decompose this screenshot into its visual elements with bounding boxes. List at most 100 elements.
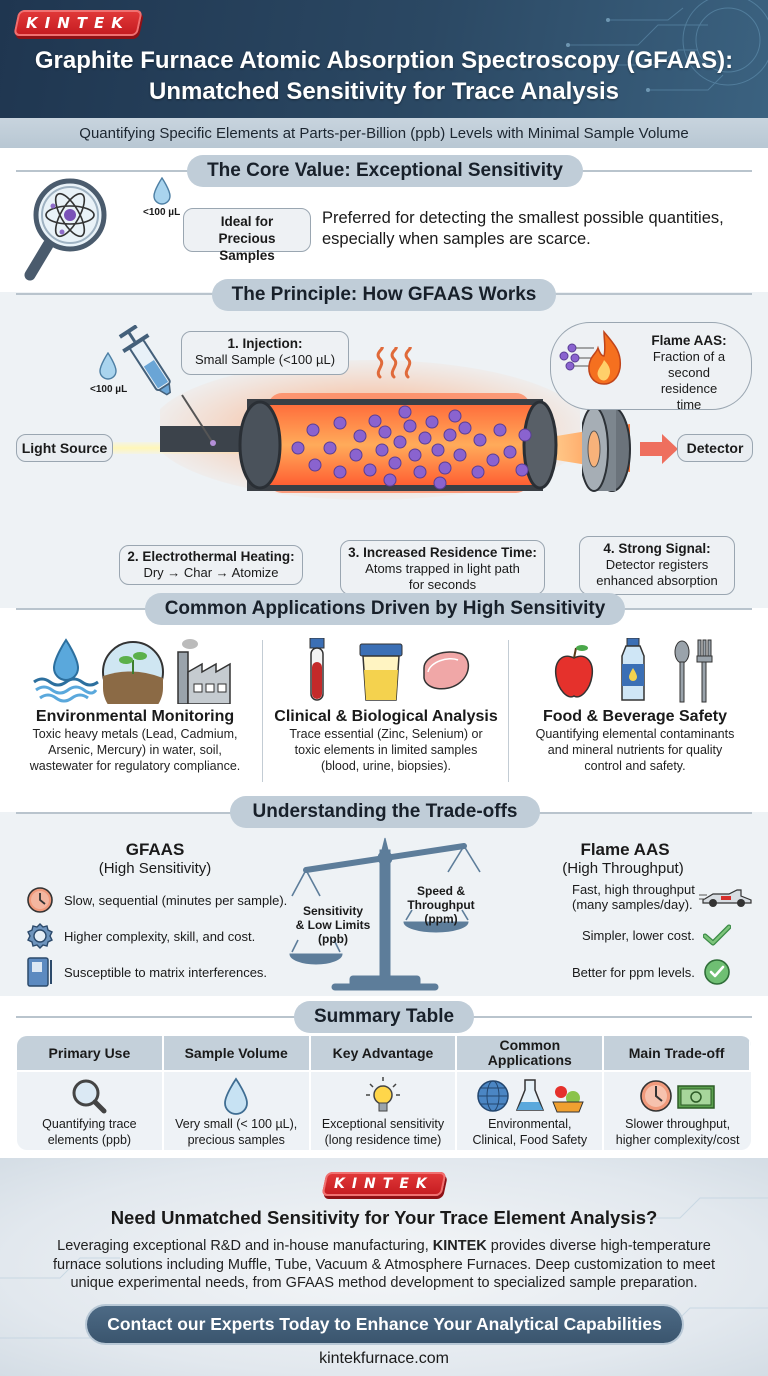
- clinical-icons: [309, 638, 470, 701]
- application-text: (blood, urine, biopsies).: [321, 759, 451, 773]
- bubble-line: Ideal for: [220, 214, 274, 229]
- clock-icon: [639, 1080, 672, 1112]
- scale-right-label: Speed & Throughput (ppm): [400, 884, 482, 926]
- subtitle: Quantifying Specific Elements at Parts-p…: [79, 124, 689, 142]
- gear-icon: [27, 923, 53, 949]
- graphite-furnace-tube: [160, 360, 580, 500]
- cell-text: Quantifying trace: [42, 1117, 137, 1131]
- race-car-icon: [698, 889, 752, 907]
- website-link[interactable]: kintekfurnace.com: [319, 1350, 449, 1367]
- gfaas-con-text: Higher complexity, skill, and cost.: [64, 928, 256, 944]
- environmental-icons: [33, 638, 231, 704]
- contact-experts-button[interactable]: Contact our Experts Today to Enhance You…: [87, 1306, 682, 1343]
- apple-icon: [554, 645, 594, 698]
- flame-pro-throughput: Fast, high throughput (many samples/day)…: [572, 882, 753, 912]
- flame-text-line: Fraction of a: [652, 349, 726, 364]
- table-cell-sample-volume: Very small (< 100 µL), precious samples: [163, 1070, 311, 1150]
- flame-subtitle: (High Throughput): [562, 860, 684, 877]
- flame-pro-ppm: Better for ppm levels.: [572, 958, 731, 986]
- droplet-volume-label: <100 µL: [90, 384, 128, 395]
- droplet-icon: [224, 1077, 249, 1115]
- cell-text: precious samples: [187, 1133, 285, 1147]
- cell-text: (long residence time): [324, 1133, 442, 1147]
- step4-signal-bubble: 4. Strong Signal: Detector registers enh…: [579, 536, 735, 595]
- scale-label-line: Speed &: [416, 884, 465, 898]
- body-text: Leveraging exceptional R&D and in-house …: [57, 1238, 433, 1254]
- flame-pro-text: Simpler, lower cost.: [582, 927, 695, 943]
- table-header-common-applications: Common Applications: [457, 1036, 605, 1070]
- magnifier-icon: [72, 1079, 107, 1114]
- application-text: Quantifying elemental contaminants: [535, 727, 735, 741]
- application-text: Trace essential (Zinc, Selenium) or: [289, 727, 483, 741]
- magnifier-atom-icon: [24, 178, 107, 281]
- cta-label: Contact our Experts Today to Enhance You…: [107, 1314, 662, 1334]
- gfaas-con-interferences: Susceptible to matrix interferences.: [26, 956, 267, 988]
- precious-samples-bubble: Ideal for Precious Samples: [183, 208, 311, 263]
- step-text: Detector registers: [605, 557, 709, 572]
- step-title: 1. Injection:: [227, 336, 303, 351]
- globe-icon: [477, 1080, 509, 1112]
- cell-text: Very small (< 100 µL),: [175, 1117, 298, 1131]
- cell-text: higher complexity/cost: [615, 1133, 740, 1147]
- scale-label-line: (ppb): [318, 932, 348, 946]
- column-divider: [508, 640, 509, 782]
- flame-icon: [559, 329, 622, 385]
- tissue-sample-icon: [423, 651, 470, 690]
- clock-icon: [27, 887, 53, 913]
- application-title: Clinical & Biological Analysis: [274, 708, 498, 725]
- water-drop-icon: [33, 638, 99, 703]
- description-line: especially when samples are scarce.: [322, 230, 591, 248]
- flame-pro-text: Fast, high throughput (many samples/day)…: [572, 882, 695, 912]
- droplet-volume-label: <100 µL: [143, 207, 181, 218]
- gfaas-con-complexity: Higher complexity, skill, and cost.: [26, 922, 255, 950]
- gfaas-con-text: Susceptible to matrix interferences.: [64, 964, 268, 980]
- logo-text: KINTEK: [26, 14, 130, 32]
- food-icons: [554, 638, 713, 703]
- step-text: Small Sample (<100 µL): [194, 352, 336, 367]
- clock-money-icons: [639, 1080, 715, 1112]
- section-heading-tradeoffs: Understanding the Trade-offs: [230, 796, 540, 828]
- header-banner: KINTEK Graphite Furnace Atomic Absorptio…: [0, 0, 768, 118]
- footer-body-line3: unique experimental needs, from GFAAS me…: [70, 1275, 698, 1291]
- table-cell-primary-use: Quantifying trace elements (ppb): [17, 1070, 164, 1150]
- application-food: Food & Beverage Safety Quantifying eleme…: [510, 708, 760, 774]
- spoon-fork-icon: [674, 639, 713, 703]
- syringe-icon: [118, 325, 216, 446]
- footer-headline: Need Unmatched Sensitivity for Your Trac…: [110, 1207, 658, 1228]
- scale-label-line: (ppm): [424, 912, 458, 926]
- balance-scale-icon: [289, 837, 481, 991]
- application-text: control and safety.: [584, 759, 686, 773]
- table-header-main-tradeoff: Main Trade-off: [604, 1036, 751, 1070]
- kintek-logo[interactable]: KINTEK: [13, 10, 143, 36]
- flame-title: Flame AAS: [580, 840, 670, 859]
- page-title-line2: Unmatched Sensitivity for Trace Analysis: [149, 78, 619, 105]
- cell-text: elements (ppb): [47, 1133, 132, 1147]
- circuit-decoration-icon: [566, 0, 768, 92]
- footer-body: Leveraging exceptional R&D and in-house …: [20, 1237, 748, 1293]
- application-text: Toxic heavy metals (Lead, Cadmium,: [32, 727, 238, 741]
- application-title: Environmental Monitoring: [35, 708, 235, 725]
- heat-waves-icon: [376, 347, 412, 379]
- table-header-sample-volume: Sample Volume: [163, 1036, 311, 1070]
- gfaas-column-heading: GFAAS (High Sensitivity): [70, 840, 240, 877]
- footer-body-line2: furnace solutions including Muffle, Tube…: [53, 1256, 715, 1273]
- flame-pro-line: Fast, high throughput: [572, 882, 695, 897]
- flame-text-line: time: [676, 397, 702, 412]
- droplet-icon: [153, 177, 171, 205]
- application-text: and mineral nutrients for quality: [547, 743, 723, 757]
- urine-cup-icon: [359, 643, 403, 701]
- step-text: Atoms trapped in light path: [365, 561, 520, 576]
- detector-icon: [582, 406, 678, 492]
- flame-text: Fraction of a second residence time: [551, 349, 737, 413]
- application-text: toxic elements in limited samples: [294, 743, 478, 757]
- step1-injection-bubble: 1. Injection: Small Sample (<100 µL): [181, 331, 349, 375]
- table-cell-common-applications: Environmental, Clinical, Food Safety: [457, 1070, 605, 1150]
- step3-residence-bubble: 3. Increased Residence Time: Atoms trapp…: [340, 540, 545, 595]
- logo-text: KINTEK: [334, 1176, 434, 1192]
- footer-kintek-logo[interactable]: KINTEK: [321, 1172, 447, 1196]
- application-text: Arsenic, Mercury) in water, soil,: [48, 743, 222, 757]
- cell-text: Environmental,: [488, 1117, 572, 1131]
- step-title: 3. Increased Residence Time:: [348, 545, 537, 560]
- globe-flask-food-icons: [477, 1079, 584, 1113]
- page-title-line1: Graphite Furnace Atomic Absorption Spect…: [34, 47, 734, 74]
